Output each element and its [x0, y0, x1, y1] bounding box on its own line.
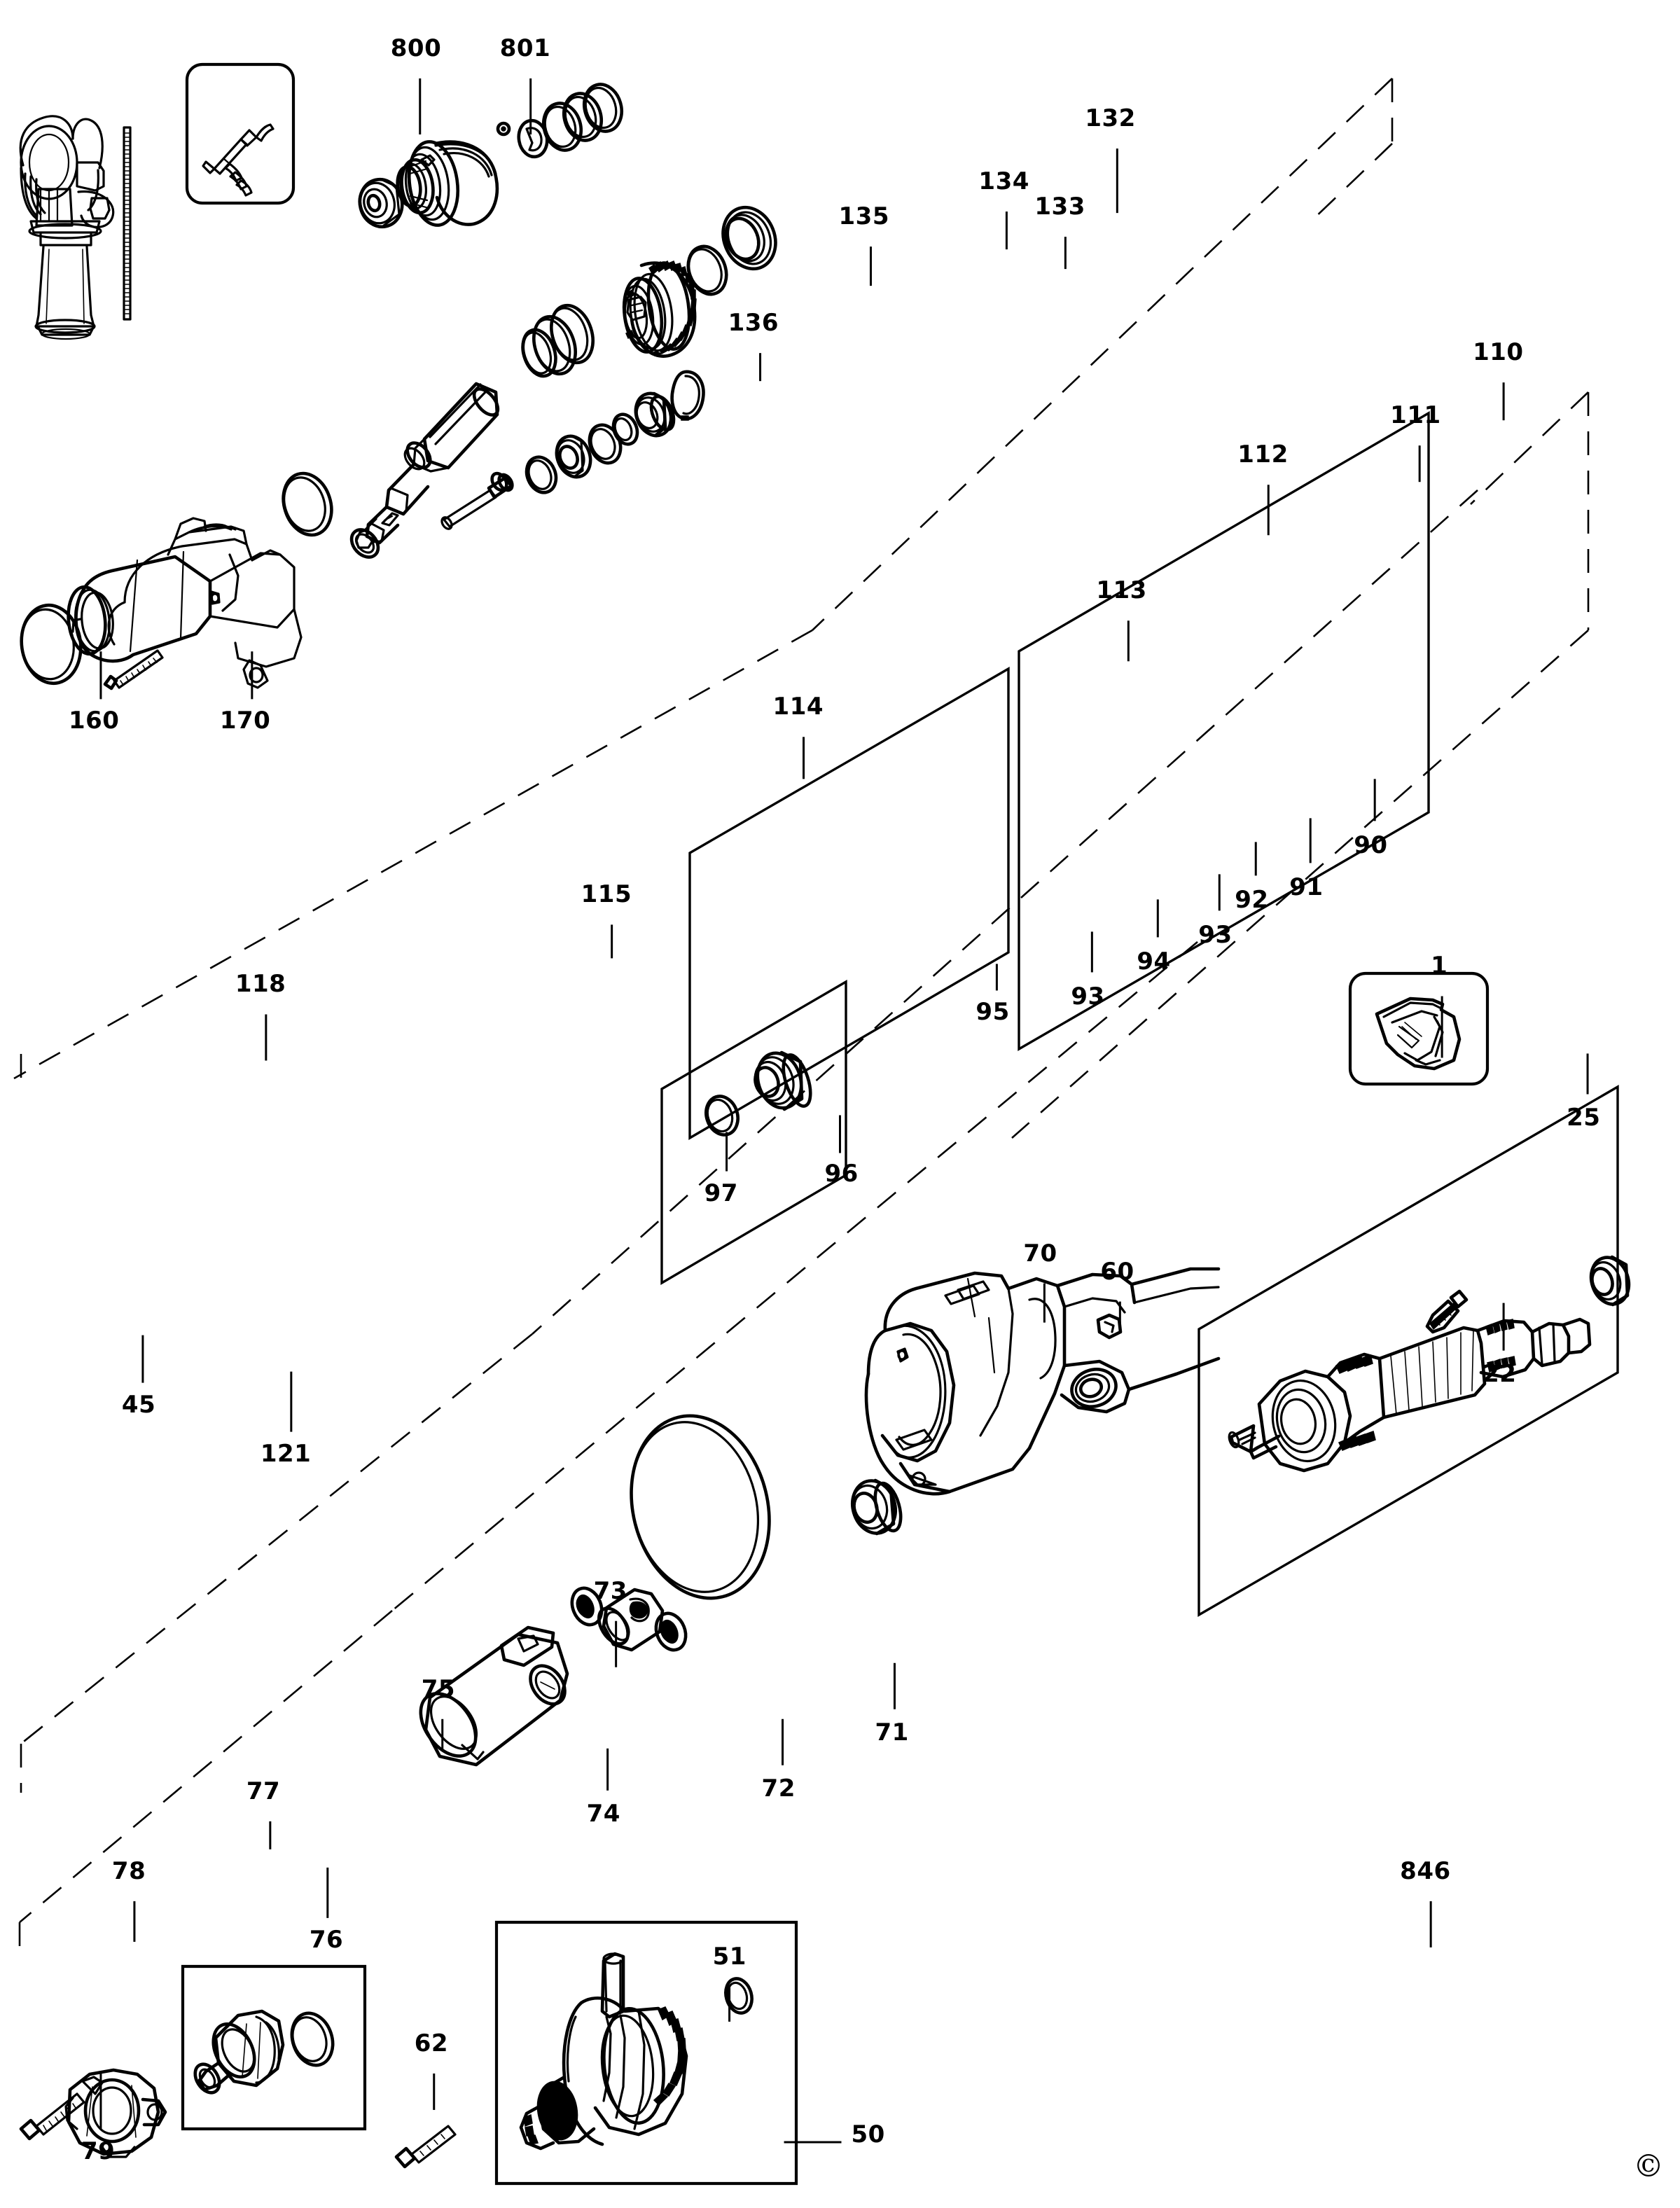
- callout-22: 22: [1483, 1359, 1517, 1388]
- callout-160: 160: [68, 707, 120, 735]
- part-45-o-ring: [20, 603, 83, 686]
- callout-71: 71: [875, 1718, 909, 1747]
- callout-25: 25: [1567, 1103, 1601, 1132]
- part-51-o-ring: [724, 1977, 754, 2015]
- part-115-o-ring: [282, 471, 333, 537]
- callout-72: 72: [761, 1774, 796, 1803]
- callout-50: 50: [851, 2120, 885, 2148]
- part-113-rings: [521, 303, 595, 378]
- part-121-screw: [103, 649, 164, 690]
- callout-76: 76: [309, 1925, 344, 1954]
- callout-110: 110: [1473, 338, 1524, 367]
- part-76-o-ring: [290, 2011, 335, 2067]
- part-78-clamp: [64, 2068, 167, 2158]
- callout-78: 78: [111, 1856, 146, 1885]
- callout-91: 91: [1289, 873, 1324, 902]
- part-132-seal-rings: [542, 83, 623, 152]
- part-91-bearing: [634, 391, 676, 438]
- part-96-bearing: [754, 1050, 812, 1111]
- part-114-piston-cylinder: [349, 382, 500, 559]
- part-71-bearing: [851, 1478, 903, 1536]
- callout-93a: 93: [1198, 921, 1233, 950]
- callout-846: 846: [1400, 1856, 1451, 1885]
- part-92-ring: [611, 412, 639, 446]
- callout-95: 95: [976, 998, 1010, 1027]
- callout-75: 75: [421, 1674, 456, 1703]
- callout-111: 111: [1390, 401, 1441, 430]
- part-135-chuck-body: [396, 140, 499, 227]
- callout-801: 801: [499, 34, 551, 63]
- part-77-crank: [193, 2009, 285, 2095]
- callout-51: 51: [712, 1942, 747, 1971]
- callout-121: 121: [260, 1439, 312, 1468]
- callout-136: 136: [728, 309, 779, 338]
- callout-62: 62: [414, 2029, 449, 2057]
- part-79-screw: [19, 2092, 85, 2141]
- callout-90: 90: [1354, 831, 1388, 860]
- callout-79: 79: [81, 2137, 116, 2165]
- callout-92: 92: [1235, 886, 1269, 915]
- callout-70: 70: [1023, 1239, 1057, 1268]
- part-94-seal: [555, 434, 592, 479]
- part-90-snap-ring: [670, 370, 705, 421]
- callout-74: 74: [586, 1799, 620, 1828]
- part-75-connecting-tube: [419, 1625, 569, 1767]
- callout-800: 800: [390, 34, 442, 63]
- callout-1: 1: [1431, 952, 1448, 980]
- part-22-screw: [1425, 1289, 1469, 1334]
- part-160-side-handle: [19, 115, 115, 340]
- callout-77: 77: [246, 1777, 281, 1805]
- callout-96: 96: [824, 1159, 859, 1188]
- callout-132: 132: [1085, 104, 1136, 133]
- part-74-washers: [570, 1586, 688, 1652]
- part-800-801-label-icon: [202, 123, 275, 197]
- part-134-ball: [496, 121, 511, 137]
- part-97-ring: [704, 1095, 740, 1137]
- callout-94: 94: [1137, 947, 1171, 976]
- callout-118: 118: [235, 970, 286, 999]
- callout-97: 97: [704, 1179, 738, 1207]
- part-112-gear-assembly: [622, 260, 697, 358]
- callout-114: 114: [772, 693, 824, 721]
- callout-60: 60: [1100, 1257, 1134, 1286]
- part-110-seal: [721, 205, 777, 271]
- part-93b-ring: [525, 455, 558, 494]
- part-95-pin: [440, 471, 514, 530]
- part-118-gear-housing: [67, 517, 303, 689]
- copyright-mark: ©: [1633, 2148, 1664, 2184]
- callout-115: 115: [581, 880, 632, 909]
- part-846-grease-packet: [1375, 997, 1462, 1071]
- part-62-screw: [394, 2125, 457, 2169]
- callout-135: 135: [838, 202, 889, 231]
- callout-170: 170: [219, 707, 271, 735]
- part-72-o-ring: [630, 1414, 771, 1600]
- callout-112: 112: [1237, 440, 1289, 469]
- part-50-eccentric-gear: [519, 1952, 688, 2151]
- part-1-armature: [1228, 1317, 1592, 1473]
- callout-133: 133: [1034, 193, 1085, 221]
- callout-93b: 93: [1071, 983, 1105, 1011]
- part-73-crank-pin: [597, 1588, 665, 1652]
- part-170-depth-rod: [123, 126, 132, 321]
- callout-134: 134: [978, 167, 1029, 196]
- callout-leaders: [99, 78, 1589, 2144]
- callout-73: 73: [593, 1576, 627, 1605]
- part-25-bearing: [1589, 1255, 1631, 1307]
- part-60-nut: [1096, 1313, 1123, 1340]
- callout-113: 113: [1096, 576, 1147, 605]
- part-70-motor-housing: [864, 1267, 1221, 1496]
- callout-45: 45: [121, 1390, 156, 1419]
